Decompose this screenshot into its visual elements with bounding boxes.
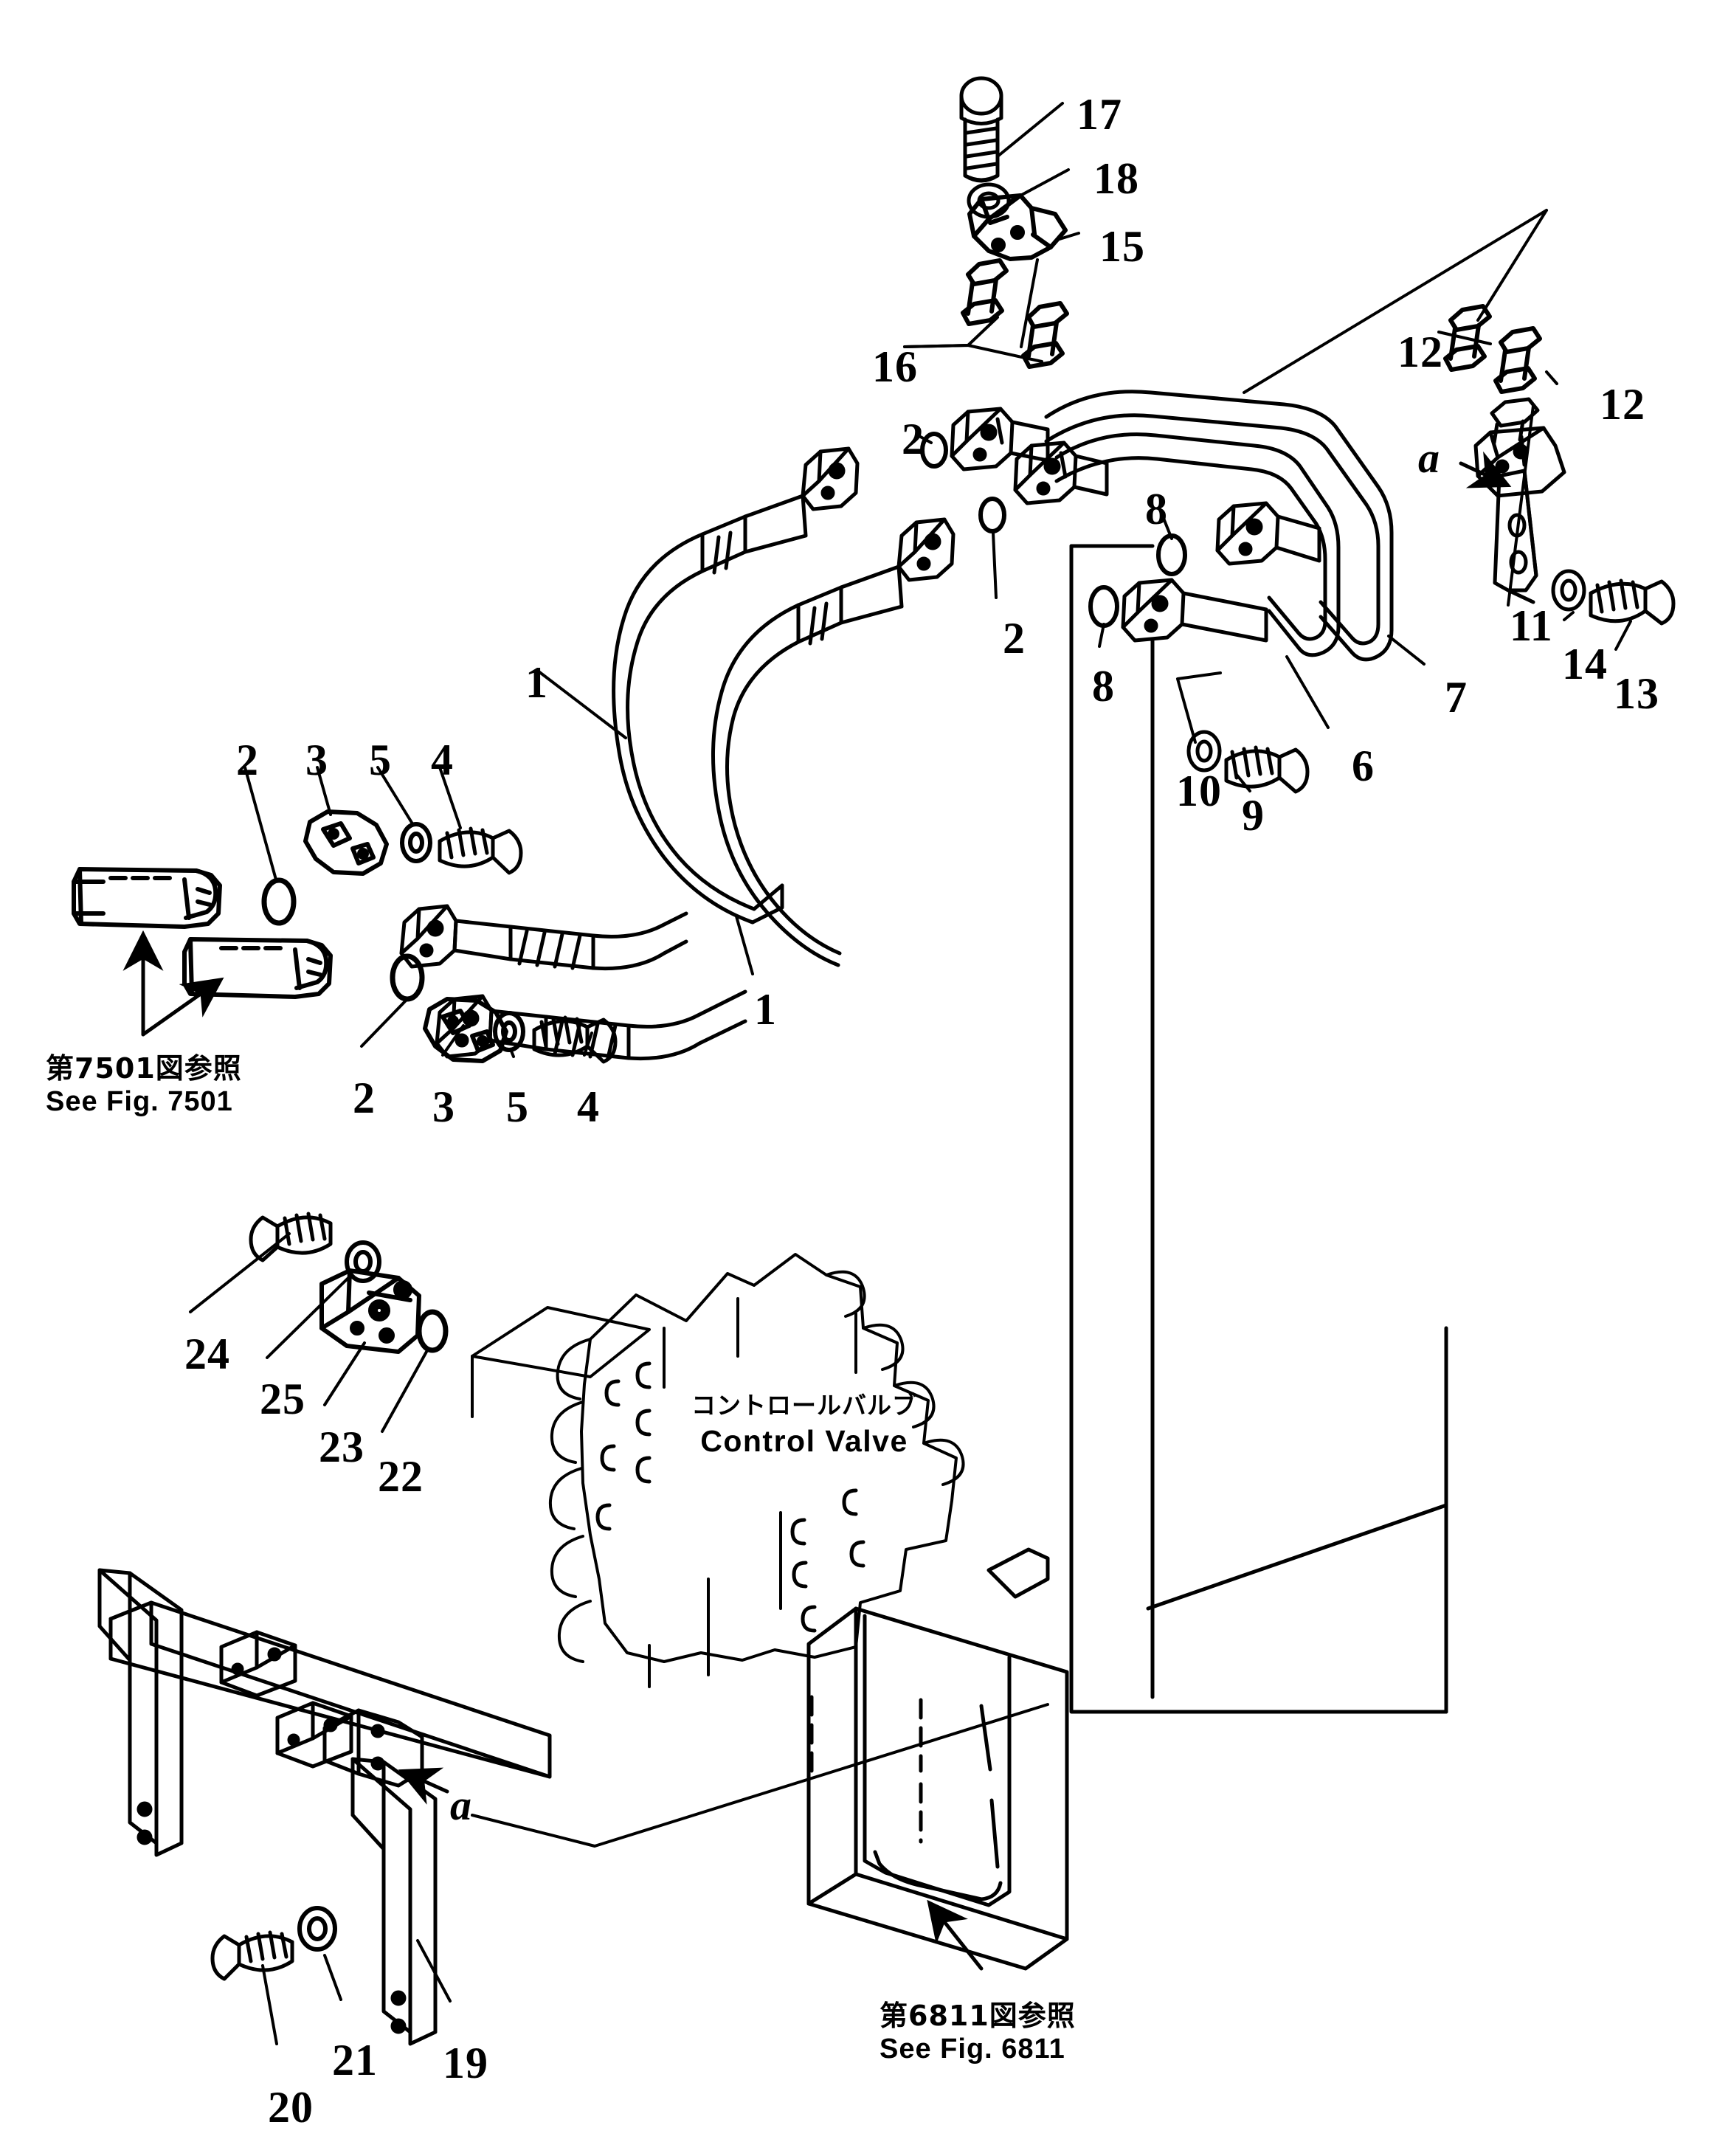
- part-25-washer: [345, 1240, 381, 1283]
- leader-lines-top: [903, 102, 1080, 363]
- leader-lines-group-top-right: [1243, 209, 1632, 651]
- callout-2-b: 2: [353, 1074, 376, 1122]
- callout-1-lower: 1: [754, 985, 777, 1034]
- reference-note-6811-en: See Fig. 6811: [880, 2033, 1065, 2065]
- part-1-hose-lower: [711, 517, 956, 967]
- callout-5-b: 5: [506, 1082, 529, 1131]
- callout-2-a: 2: [236, 736, 259, 784]
- center-flange-upper: [950, 407, 1050, 471]
- part-22-oring: [416, 1309, 449, 1353]
- part-1-hose-upper: [612, 446, 860, 925]
- callout-17: 17: [1077, 90, 1122, 139]
- callout-13: 13: [1614, 669, 1659, 718]
- callout-10: 10: [1176, 767, 1222, 815]
- callout-7: 7: [1445, 673, 1468, 722]
- part-17-bolt: [959, 76, 1003, 183]
- callout-18: 18: [1093, 154, 1139, 203]
- callout-8-b: 8: [1092, 662, 1115, 711]
- reference-note-7501-en: See Fig. 7501: [46, 1085, 233, 1117]
- valve-inlet-plate: [471, 1306, 651, 1418]
- tube-7-flange: [1215, 501, 1321, 566]
- part-15-clamp: [967, 193, 1068, 261]
- callout-19: 19: [443, 2039, 488, 2087]
- part-10-washer: [1186, 730, 1222, 773]
- part-5-washer-upper: [400, 822, 432, 863]
- part-23-flange-block: [319, 1268, 421, 1354]
- part-16-cushions: [961, 258, 1069, 369]
- leader-lines-upper-left: [243, 766, 593, 1058]
- part-13-bolt: [1589, 578, 1676, 626]
- callout-11: 11: [1510, 601, 1553, 650]
- callout-9: 9: [1242, 791, 1265, 840]
- callout-12-b: 12: [1600, 380, 1645, 429]
- callout-21: 21: [332, 2036, 378, 2084]
- tube-6-flange: [1121, 578, 1268, 643]
- callout-3-a: 3: [305, 736, 328, 784]
- part-8-oring-upper: [1156, 533, 1187, 576]
- callout-1-upper: 1: [525, 658, 548, 707]
- callout-22: 22: [378, 1452, 424, 1501]
- detail-arrow-a-lower: [398, 1767, 449, 1805]
- leader-lines-center: [537, 434, 1426, 975]
- part-2-oring-left-upper: [261, 877, 297, 926]
- callout-4-b: 4: [577, 1082, 600, 1131]
- ref-7501-arrows: [122, 930, 224, 1037]
- callout-2-d: 2: [1003, 614, 1026, 663]
- ref-6811-arrow: [927, 1899, 984, 1971]
- reference-note-7501-jp: 第7501図参照: [46, 1052, 242, 1085]
- callout-3-b: 3: [432, 1082, 455, 1131]
- fig-6811-box: [806, 1547, 1069, 1971]
- reference-note-6811: 第6811図参照 See Fig. 6811: [880, 2000, 1076, 2066]
- callout-5-a: 5: [369, 736, 392, 784]
- part-3-split-flange-lower: [423, 997, 508, 1063]
- callout-2-c: 2: [902, 415, 925, 463]
- part-21-washer: [297, 1906, 337, 1952]
- guard-panel: [1069, 544, 1448, 1714]
- callout-14: 14: [1562, 640, 1608, 688]
- hose-stub-upper-7501: [72, 867, 222, 929]
- part-5-washer-lower: [493, 1011, 525, 1052]
- control-valve-label: コントロールバルブ Control Valve: [649, 1391, 959, 1459]
- detail-arrow-a-upper: [1459, 451, 1512, 488]
- detail-a-lower-leader: [471, 1703, 1049, 1848]
- callout-12-a: 12: [1397, 328, 1443, 376]
- part-3-split-flange-upper: [303, 809, 389, 876]
- reference-note-6811-jp: 第6811図参照: [880, 2000, 1076, 2032]
- part-12-clamp-lower: [1493, 326, 1542, 394]
- callout-15: 15: [1099, 222, 1145, 271]
- part-4-bolt-upper: [438, 826, 523, 875]
- part-20-bolt: [210, 1930, 294, 1981]
- callout-16: 16: [872, 342, 918, 391]
- part-14-washer: [1551, 569, 1586, 612]
- callout-25: 25: [260, 1375, 305, 1423]
- part-9-bolt: [1224, 745, 1310, 794]
- part-2-oring-center-lower: [978, 497, 1006, 533]
- part-7-tube: [1044, 390, 1394, 662]
- part-4-bolt-lower: [532, 1015, 618, 1064]
- leader-lines-valve-inlet: [189, 1232, 428, 1433]
- callout-6: 6: [1352, 742, 1375, 790]
- leader-lines-bottom-left: [261, 1939, 452, 2045]
- callout-detail-a-upper: a: [1418, 434, 1440, 482]
- frame-assembly: [97, 1568, 552, 2046]
- callout-24: 24: [184, 1330, 230, 1378]
- hose-upper-left-fitting: [399, 904, 688, 971]
- callout-8-a: 8: [1145, 485, 1168, 533]
- callout-4-a: 4: [431, 736, 454, 784]
- control-valve-body: [548, 1253, 965, 1688]
- center-flange-lower: [1013, 440, 1109, 505]
- reference-panel-lines: [1070, 545, 1154, 1713]
- part-2-oring-center-upper: [920, 432, 948, 469]
- callout-detail-a-lower: a: [450, 1781, 471, 1829]
- callout-20: 20: [268, 2083, 314, 2132]
- callout-23: 23: [319, 1423, 364, 1471]
- control-valve-label-jp: コントロールバルブ: [691, 1391, 917, 1420]
- reference-note-7501: 第7501図参照 See Fig. 7501: [46, 1052, 242, 1119]
- part-8-oring-lower: [1088, 585, 1119, 628]
- control-valve-label-en: Control Valve: [700, 1423, 908, 1458]
